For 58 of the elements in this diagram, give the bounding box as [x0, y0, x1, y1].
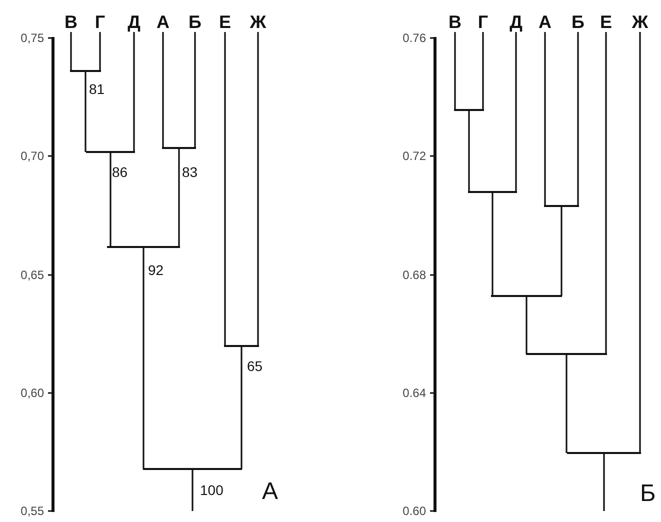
taxon-label: Б: [188, 12, 202, 32]
taxon-label: В: [448, 12, 462, 32]
taxon-label: Г: [478, 12, 488, 32]
dendrogram-branch: [110, 152, 112, 247]
axis-tick-label: 0.76: [402, 31, 426, 45]
axis-tick-label: 0.68: [402, 268, 426, 282]
dendrogram-branch: [178, 148, 180, 247]
dendrogram-branch: [224, 32, 226, 346]
dendrogram-branch: [544, 32, 546, 206]
support-value: 86: [112, 164, 128, 180]
dendrogram-branch: [194, 32, 196, 148]
dendrogram-branch: [240, 346, 242, 469]
axis-tick-label: 0,75: [20, 31, 44, 45]
taxon-label: Д: [128, 12, 140, 32]
taxon-label: Е: [600, 12, 612, 32]
dendrogram-branch: [515, 32, 517, 192]
axis-tick-label: 0,65: [20, 268, 44, 282]
dendrogram-branch: [526, 296, 528, 354]
dendrogram-branch: [133, 32, 135, 152]
dendrogram-branch: [142, 247, 144, 469]
dendrogram-branch: [603, 453, 605, 511]
dendrogram-branch: [560, 206, 562, 296]
support-value: 100: [200, 482, 224, 498]
taxon-label: Е: [219, 12, 231, 32]
taxon-label: Б: [572, 12, 584, 32]
taxon-label: А: [538, 12, 552, 32]
taxon-label: Ж: [250, 12, 266, 32]
dendrogram-branch: [192, 469, 194, 511]
axis-tick-label: 0.64: [402, 386, 426, 400]
dendrogram-branch: [482, 32, 484, 110]
dendrogram-branch: [605, 32, 607, 354]
dendrogram-branch: [70, 32, 72, 71]
support-value: 92: [148, 262, 164, 278]
support-value: 81: [89, 81, 105, 97]
axis-tick-label: 0.72: [402, 149, 426, 163]
dendrogram-branch: [492, 192, 494, 296]
support-value: 65: [247, 358, 263, 374]
taxon-label: В: [64, 12, 78, 32]
dendrogram-branch: [566, 354, 568, 453]
panel-letter: А: [262, 479, 278, 505]
taxon-label: А: [156, 12, 170, 32]
axis-tick-label: 0.60: [402, 504, 426, 518]
dendrogram-branch: [257, 32, 259, 346]
dendrogram-branch: [454, 32, 456, 110]
dendrogram-branch: [639, 32, 641, 453]
support-value: 83: [182, 164, 198, 180]
panel-letter: Б: [640, 481, 656, 507]
axis-tick-label: 0,70: [20, 149, 44, 163]
dendrogram-branch: [162, 32, 164, 148]
taxon-label: Д: [510, 12, 522, 32]
axis-tick-label: 0,55: [20, 504, 44, 518]
dendrogram-branch: [468, 110, 470, 192]
taxon-label: Ж: [632, 12, 648, 32]
dendrogram-branch: [84, 71, 86, 152]
dendrogram-branch: [99, 32, 101, 71]
axis-tick-label: 0,60: [20, 386, 44, 400]
dendrogram-branch: [577, 32, 579, 206]
taxon-label: Г: [94, 12, 106, 32]
